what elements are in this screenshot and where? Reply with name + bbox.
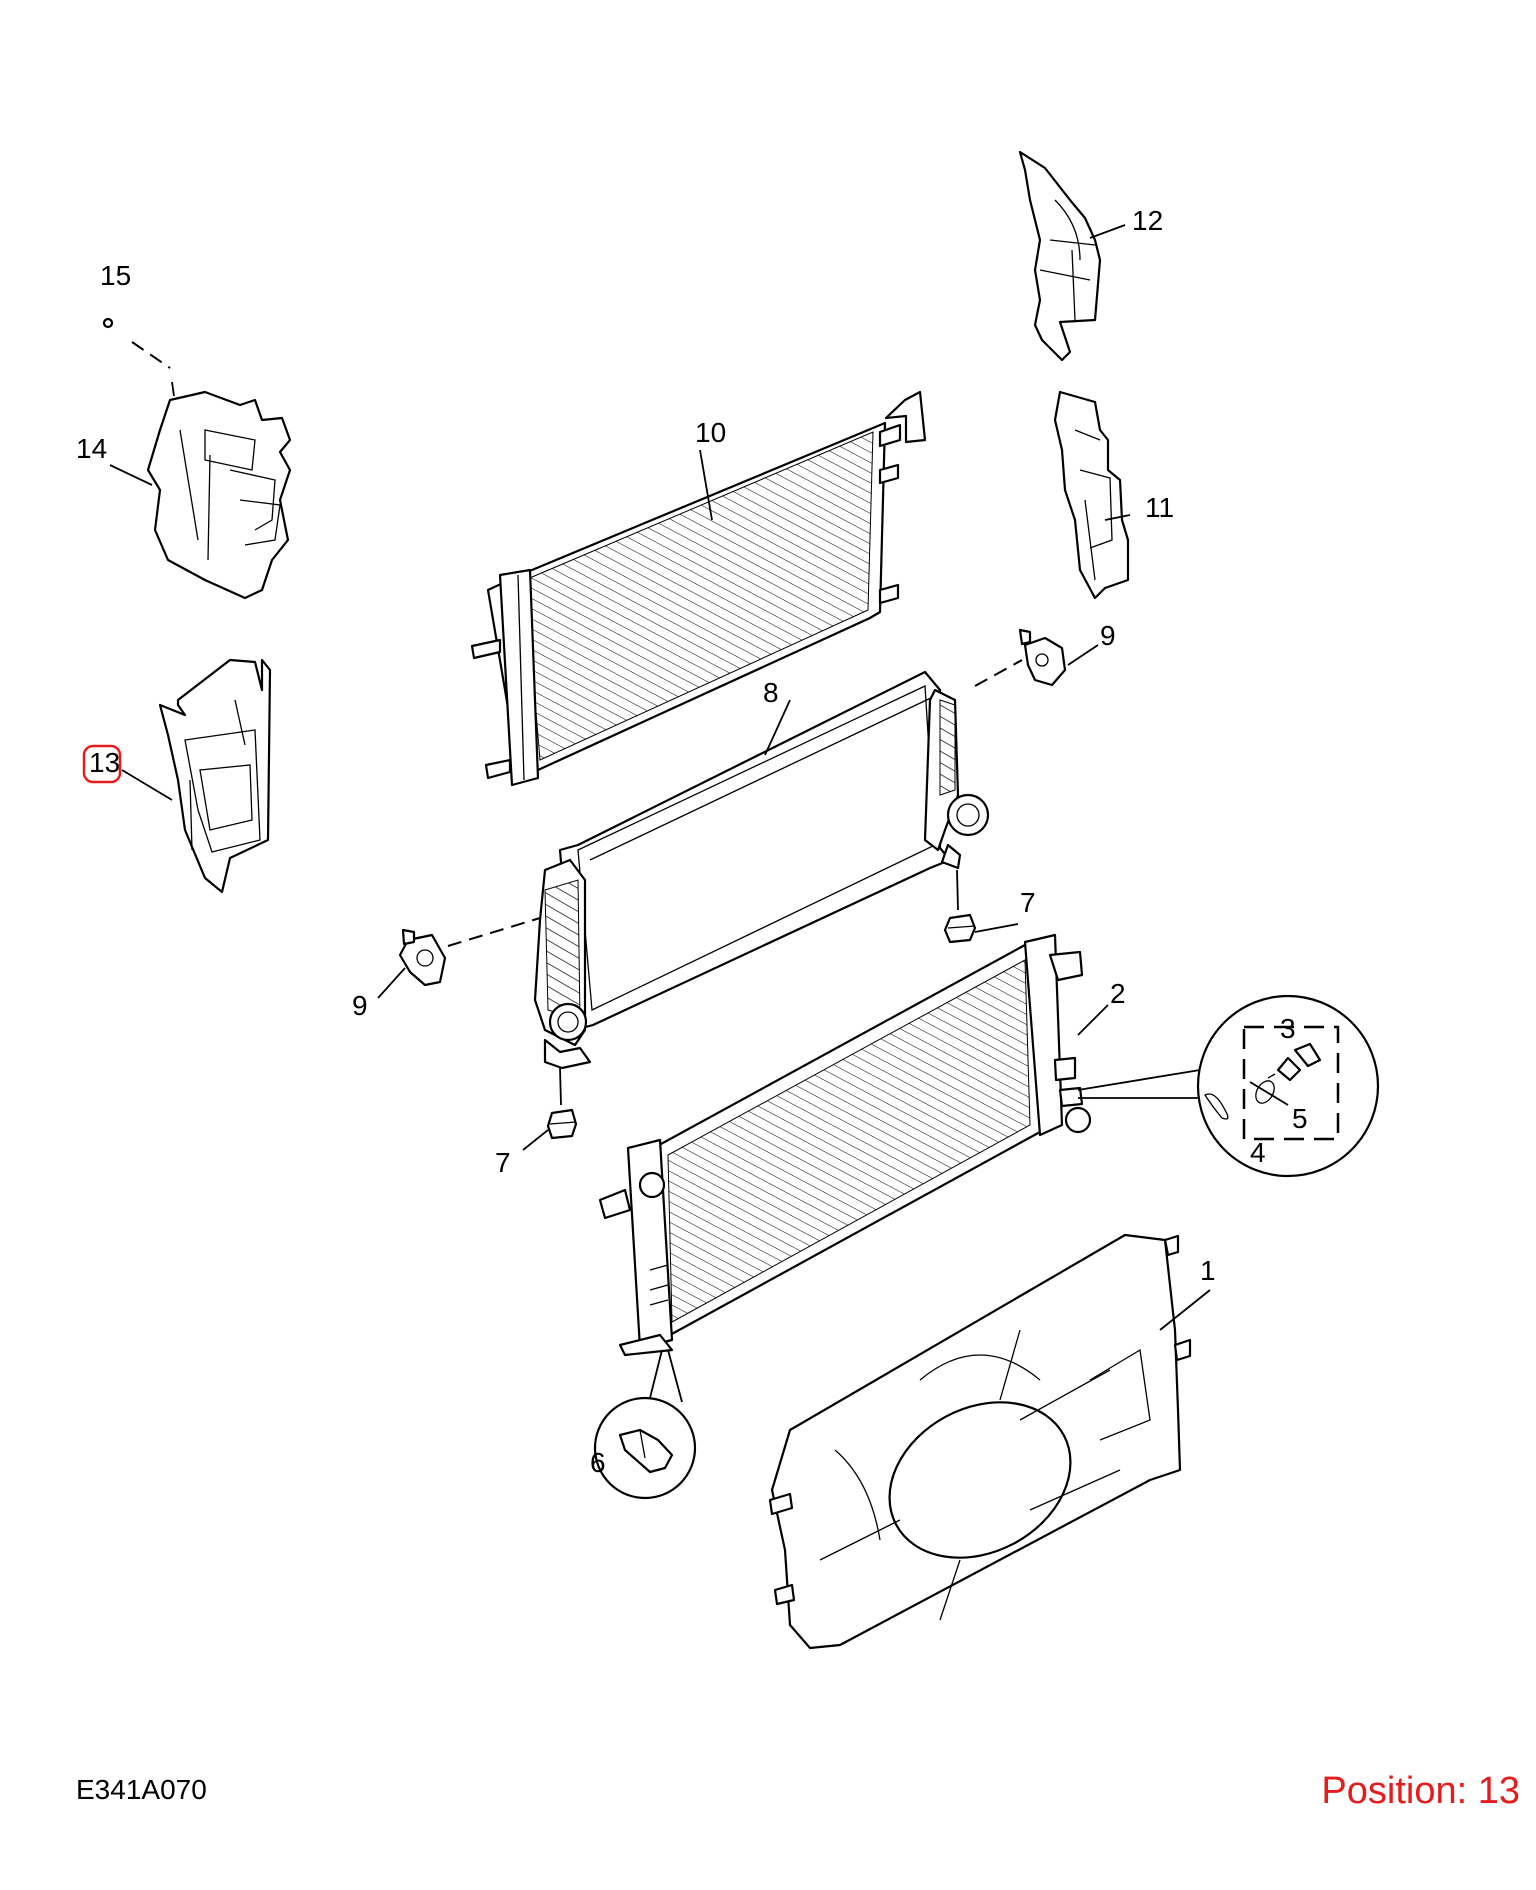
callout-7-upper: 7: [1020, 887, 1036, 918]
callout-1: 1: [1200, 1255, 1216, 1286]
callout-3: 3: [1280, 1013, 1296, 1044]
callout-8: 8: [763, 677, 779, 708]
part-7-mount-upper[interactable]: [943, 869, 977, 944]
diagram-code: E341A070: [76, 1774, 207, 1805]
part-10-condenser[interactable]: [470, 390, 927, 787]
part-15-bolt[interactable]: [102, 317, 175, 397]
leader-lines: [109, 224, 1211, 1331]
detail-view-switch: [593, 1349, 697, 1500]
position-label: Position: 13: [1321, 1770, 1520, 1812]
part-14-air-deflector[interactable]: [146, 390, 292, 600]
callout-11: 11: [1145, 492, 1174, 523]
part-9-bracket-right[interactable]: [974, 628, 1067, 687]
callout-2: 2: [1110, 978, 1126, 1009]
callout-10: 10: [695, 417, 726, 448]
part-9-bracket-left[interactable]: [398, 917, 541, 987]
part-7-mount-lower[interactable]: [546, 1067, 578, 1140]
callout-9-left: 9: [352, 990, 368, 1021]
detail-view-sensor: [1077, 994, 1380, 1178]
part-1-fan-shroud[interactable]: [768, 1233, 1192, 1650]
callout-15: 15: [100, 260, 131, 291]
part-12-air-deflector[interactable]: [1018, 150, 1102, 362]
part-13-air-deflector[interactable]: [158, 658, 272, 894]
callout-13-highlight: [82, 744, 122, 784]
part-11-air-deflector[interactable]: [1053, 390, 1130, 600]
callout-7-lower: 7: [495, 1147, 511, 1178]
callout-13: 13: [89, 747, 120, 778]
callout-4: 4: [1250, 1137, 1266, 1168]
callout-5: 5: [1292, 1103, 1308, 1134]
part-8-intercooler[interactable]: [533, 670, 990, 1070]
callout-6: 6: [590, 1447, 606, 1478]
callout-9-right: 9: [1100, 620, 1116, 651]
callout-12: 12: [1132, 205, 1163, 236]
part-2-radiator[interactable]: [598, 933, 1092, 1357]
callout-14: 14: [76, 433, 107, 464]
